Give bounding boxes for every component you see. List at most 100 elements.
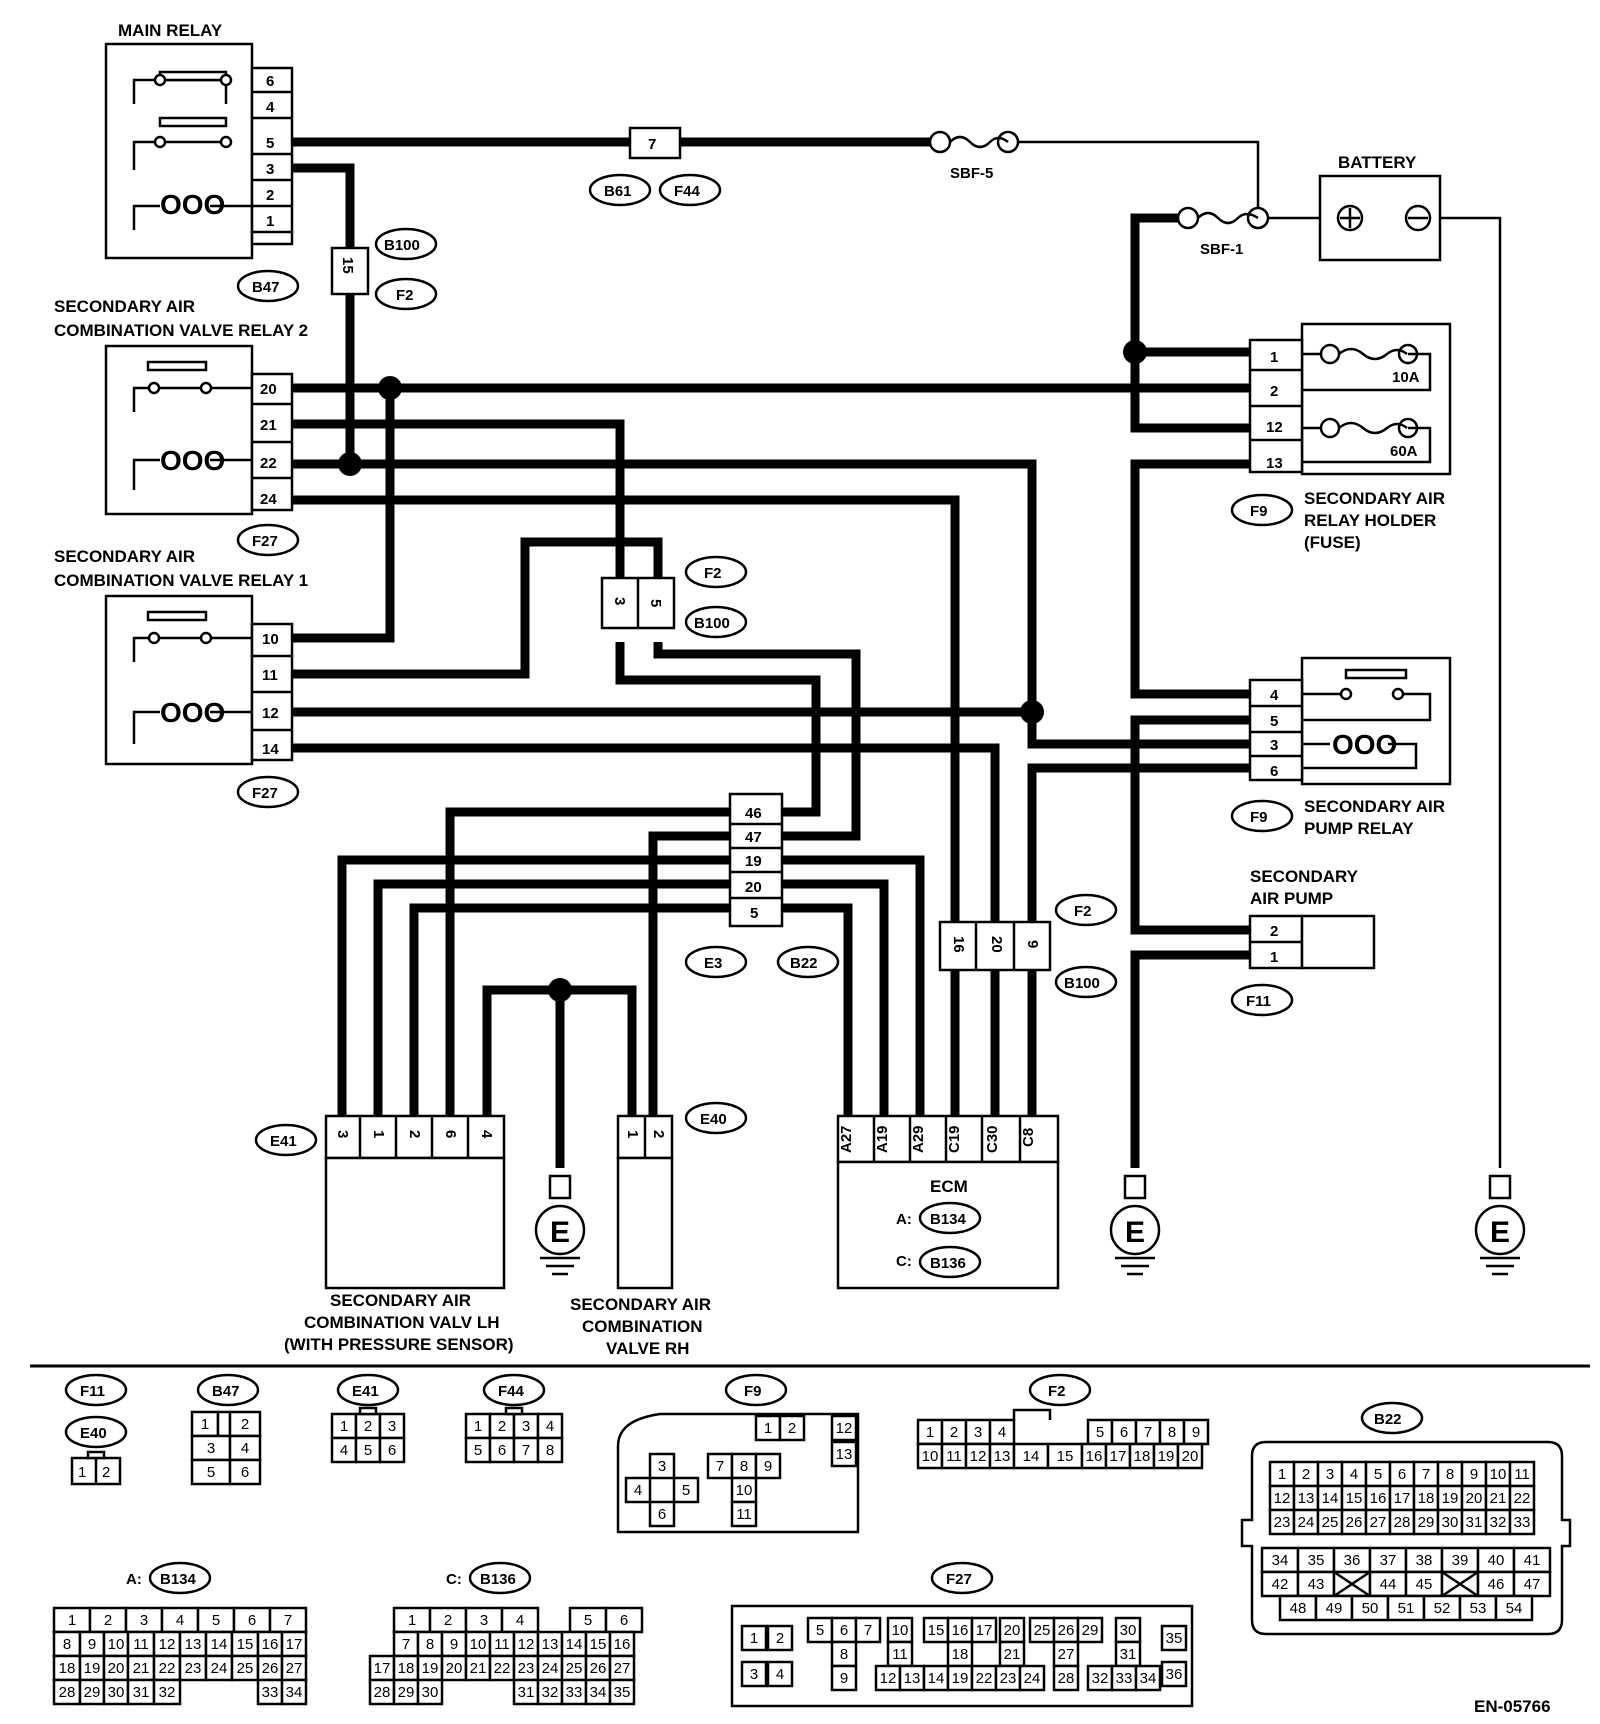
pin-cell: 6 xyxy=(620,1612,628,1629)
svg-text:BATTERY: BATTERY xyxy=(1338,153,1417,172)
svg-text:E: E xyxy=(550,1216,570,1249)
pin-cell: 19 xyxy=(1442,1490,1459,1507)
svg-text:A27: A27 xyxy=(838,1125,855,1153)
pin-cell: 30 xyxy=(108,1684,125,1701)
svg-text:SECONDARY AIR: SECONDARY AIR xyxy=(1304,797,1445,816)
pin-cell: 5 xyxy=(1374,1466,1382,1483)
b47-connector-label: B47 xyxy=(252,279,280,296)
pin-cell: 3 xyxy=(522,1418,530,1435)
pin-cell: 35 xyxy=(1166,1630,1183,1647)
pin-cell: 9 xyxy=(840,1670,848,1687)
pin-cell: 26 xyxy=(1058,1622,1075,1639)
svg-text:20: 20 xyxy=(745,879,762,896)
svg-text:SBF-5: SBF-5 xyxy=(950,165,993,182)
pin-cell: 3 xyxy=(480,1612,488,1629)
ecm: A27 A19 A29 C19 C30 C8 ECM A: B134 C: B1… xyxy=(836,1114,1060,1290)
svg-text:A29: A29 xyxy=(910,1125,927,1153)
pin-cell: 23 xyxy=(518,1660,535,1677)
pin-cell: 4 xyxy=(776,1666,784,1683)
pin-cell: 54 xyxy=(1506,1600,1523,1617)
svg-text:1: 1 xyxy=(624,1130,641,1138)
pin-cell: 35 xyxy=(614,1684,631,1701)
f27-connector-label: F27 xyxy=(252,533,278,550)
wires xyxy=(272,137,1502,1168)
pin-cell: 6 xyxy=(1120,1424,1128,1441)
pin-cell: 12 xyxy=(836,1420,853,1437)
svg-text:2: 2 xyxy=(1270,923,1278,940)
pin-cell: 17 xyxy=(374,1660,391,1677)
pin-cell: 22 xyxy=(1514,1490,1531,1507)
svg-text:1: 1 xyxy=(78,1464,86,1481)
svg-text:19: 19 xyxy=(745,853,762,870)
pin-cell: 21 xyxy=(133,1660,150,1677)
pin-cell: 17 xyxy=(1110,1448,1127,1465)
svg-text:3: 3 xyxy=(611,597,628,605)
pin-cell: 34 xyxy=(286,1684,303,1701)
pin-cell: 27 xyxy=(614,1660,631,1677)
pin-cell: 2 xyxy=(498,1418,506,1435)
pin-cell: 13 xyxy=(994,1448,1011,1465)
main-relay-pin: 1 xyxy=(266,213,274,230)
pin-cell: 5 xyxy=(584,1612,592,1629)
pin-cell: 18 xyxy=(1134,1448,1151,1465)
pin-cell: 17 xyxy=(286,1636,303,1653)
svg-text:A:: A: xyxy=(126,1571,142,1588)
ground-icon: E xyxy=(534,1174,586,1276)
pin-cell: 46 xyxy=(1488,1576,1505,1593)
valve-rh: 1 2 E40 SECONDARY AIR COMBINATION VALVE … xyxy=(570,1101,748,1358)
pin-cell: 31 xyxy=(1120,1646,1137,1663)
pin-cell: 24 xyxy=(1298,1514,1315,1531)
pin-cell: 37 xyxy=(1380,1552,1397,1569)
pin-cell: 15 xyxy=(928,1622,945,1639)
pin-cell: 36 xyxy=(1166,1666,1183,1683)
svg-text:1: 1 xyxy=(370,1130,387,1138)
pin-cell: 4 xyxy=(340,1442,348,1459)
pin-cell: 23 xyxy=(1000,1670,1017,1687)
pin-cell: 27 xyxy=(286,1660,303,1677)
pin-cell: 9 xyxy=(764,1458,772,1475)
pin-cell: 27 xyxy=(1058,1646,1075,1663)
pin-cell: 1 xyxy=(474,1418,482,1435)
pin-cell: 1 xyxy=(408,1612,416,1629)
b61-connector-label: B61 xyxy=(604,183,632,200)
b22-connector-label: B22 xyxy=(790,955,818,972)
pin-cell: 6 xyxy=(1398,1466,1406,1483)
pin-cell: 33 xyxy=(566,1684,583,1701)
main-relay-pin: 4 xyxy=(266,99,275,116)
pin-cell: 28 xyxy=(1058,1670,1075,1687)
pin-cell: 5 xyxy=(816,1622,824,1639)
pin-cell: 7 xyxy=(402,1636,410,1653)
svg-text:COMBINATION VALVE RELAY 2: COMBINATION VALVE RELAY 2 xyxy=(54,321,308,340)
pin-cell: 11 xyxy=(133,1636,149,1653)
pin-cell: 7 xyxy=(522,1442,530,1459)
valve-lh: 3 1 2 6 4 E41 SECONDARY AIR COMBINATION … xyxy=(254,1114,514,1354)
pin-cell: 15 xyxy=(1346,1490,1363,1507)
svg-text:F2: F2 xyxy=(1048,1383,1066,1400)
svg-text:2: 2 xyxy=(1270,383,1278,400)
pin-cell: 50 xyxy=(1362,1600,1379,1617)
svg-text:5: 5 xyxy=(1270,713,1278,730)
pin-cell: 10 xyxy=(736,1482,753,1499)
pin-cell: 32 xyxy=(542,1684,559,1701)
pin-cell: 6 xyxy=(248,1612,256,1629)
pin-cell: 6 xyxy=(658,1506,666,1523)
svg-text:B22: B22 xyxy=(1374,1411,1402,1428)
pin-cell: 32 xyxy=(1092,1670,1109,1687)
pin-cell: 25 xyxy=(1322,1514,1339,1531)
pin-cell: 13 xyxy=(185,1636,202,1653)
pin-cell: 48 xyxy=(1290,1600,1307,1617)
pin-cell: 28 xyxy=(1394,1514,1411,1531)
pin-cell: 20 xyxy=(1004,1622,1021,1639)
pin-cell: 52 xyxy=(1434,1600,1451,1617)
pin-cell: 16 xyxy=(262,1636,279,1653)
pin-cell: 2 xyxy=(241,1416,249,1433)
pin-cell: 16 xyxy=(952,1622,969,1639)
pin-cell: 41 xyxy=(1524,1552,1541,1569)
pin-cell: 51 xyxy=(1398,1600,1415,1617)
pin-cell: 53 xyxy=(1470,1600,1487,1617)
pin-cell: 38 xyxy=(1416,1552,1433,1569)
svg-text:SBF-1: SBF-1 xyxy=(1200,241,1243,258)
svg-text:E40: E40 xyxy=(80,1425,107,1442)
pin-cell: 2 xyxy=(364,1418,372,1435)
svg-text:5: 5 xyxy=(750,905,758,922)
